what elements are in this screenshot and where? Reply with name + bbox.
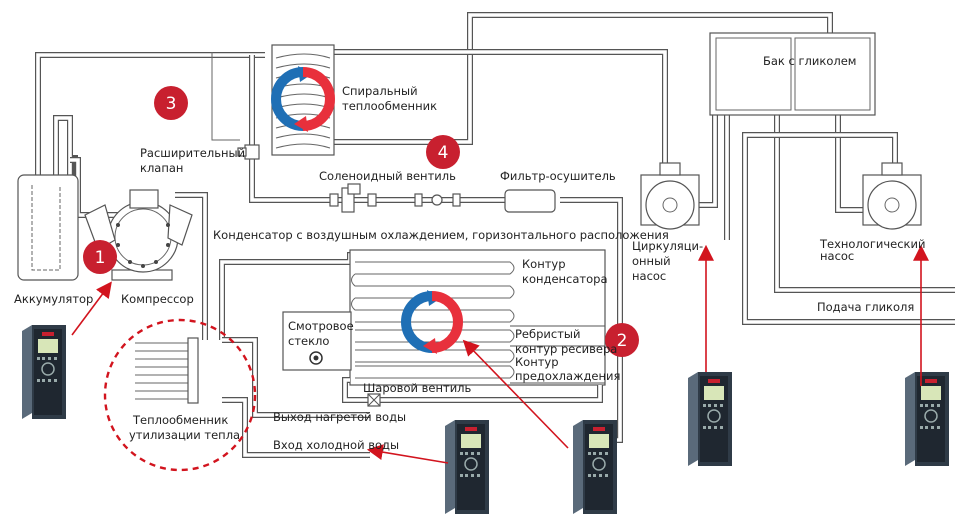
frequency-drive-icon bbox=[573, 420, 617, 514]
badge-2: 2 bbox=[605, 323, 639, 357]
label-hot-water-out: Выход нагретой воды bbox=[273, 410, 406, 424]
heat-recovery-exchanger bbox=[103, 318, 257, 472]
arrow-to-condenser bbox=[462, 339, 569, 449]
ball-valve bbox=[367, 393, 381, 407]
svg-text:3: 3 bbox=[166, 94, 177, 114]
label-cold-water-in: Вход холодной воды bbox=[273, 438, 399, 452]
arrow-to-heat-recovery bbox=[366, 444, 449, 464]
label-expansion-valve-2: клапан bbox=[140, 161, 183, 175]
label-heat-recovery-1: Теплообменник bbox=[132, 413, 228, 427]
control-arrows bbox=[71, 244, 929, 464]
label-subcool-1: Контур bbox=[515, 355, 559, 369]
frequency-drive-icon bbox=[688, 372, 732, 466]
label-accumulator: Аккумулятор bbox=[14, 292, 93, 306]
svg-text:1: 1 bbox=[95, 248, 106, 268]
expansion-valve bbox=[237, 144, 260, 160]
svg-text:4: 4 bbox=[438, 143, 449, 163]
label-subcool-2: предохлаждения bbox=[515, 369, 620, 383]
process-pump bbox=[862, 162, 922, 230]
label-condenser-title: Конденсатор с воздушным охлаждением, гор… bbox=[213, 228, 669, 242]
spiral-heat-exchanger bbox=[271, 44, 335, 156]
label-glycol-supply: Подача гликоля bbox=[817, 300, 914, 314]
accumulator bbox=[17, 174, 79, 281]
label-filter-dryer: Фильтр-осушитель bbox=[500, 169, 616, 183]
label-circ-pump-2: онный bbox=[632, 254, 671, 268]
solenoid-valve bbox=[329, 183, 377, 213]
label-condenser-circuit-2: конденсатора bbox=[522, 272, 608, 286]
label-solenoid-valve: Соленоидный вентиль bbox=[319, 169, 456, 183]
badge-3: 3 bbox=[154, 86, 188, 120]
circulation-pump bbox=[640, 162, 700, 230]
label-spiral-hx-2: теплообменник bbox=[342, 99, 437, 113]
filter-dryer bbox=[504, 189, 556, 213]
label-ball-valve: Шаровой вентиль bbox=[363, 381, 472, 395]
badge-1: 1 bbox=[83, 240, 117, 274]
label-circ-pump-3: насос bbox=[632, 269, 666, 283]
label-finned-receiver-1: Ребристый bbox=[515, 327, 580, 341]
label-expansion-valve-1: Расширительный bbox=[140, 146, 245, 160]
sight-glass bbox=[282, 311, 352, 371]
flow-cycle-icon bbox=[271, 66, 335, 132]
sight-indicator bbox=[414, 193, 461, 207]
label-process-pump-1: Технологический bbox=[819, 237, 925, 251]
frequency-drive-icon bbox=[22, 325, 66, 419]
label-condenser-circuit-1: Контур bbox=[522, 257, 566, 271]
label-process-pump-2: насос bbox=[820, 249, 854, 263]
condenser-coil bbox=[351, 261, 605, 384]
label-finned-receiver-2: контур ресивера bbox=[515, 342, 617, 356]
label-spiral-hx-1: Спиральный bbox=[342, 84, 418, 98]
arrow-to-compressor bbox=[71, 281, 112, 336]
frequency-drive-icon bbox=[445, 420, 489, 514]
frequency-drive-icon bbox=[905, 372, 949, 466]
glycol-tank bbox=[709, 32, 876, 116]
condenser-flow-cycle-icon bbox=[401, 290, 463, 354]
label-circ-pump-1: Циркуляци- bbox=[632, 239, 703, 253]
label-sight-glass-1: Смотровое bbox=[288, 319, 354, 333]
label-glycol-tank: Бак с гликолем bbox=[763, 54, 856, 68]
label-heat-recovery-2: утилизации тепла bbox=[129, 428, 240, 442]
label-sight-glass-2: стекло bbox=[288, 334, 329, 348]
badge-4: 4 bbox=[426, 135, 460, 169]
compressor bbox=[84, 189, 193, 281]
label-compressor: Компрессор bbox=[121, 292, 194, 306]
svg-text:2: 2 bbox=[617, 331, 628, 351]
